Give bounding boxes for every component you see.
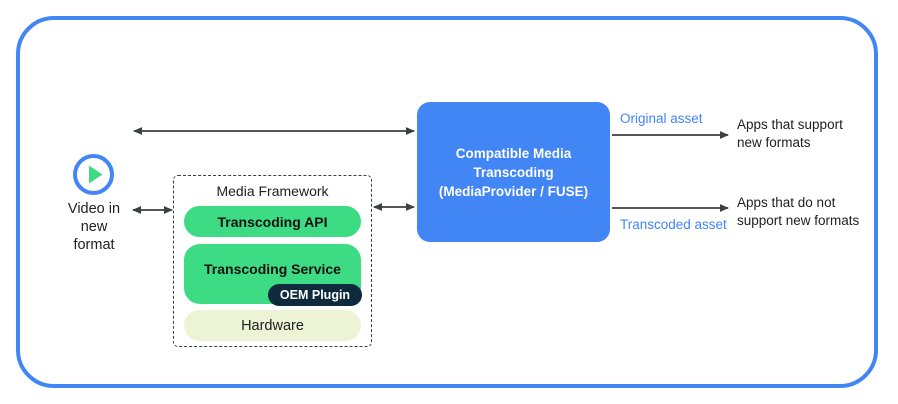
transcoding-api-label: Transcoding API	[217, 213, 328, 230]
oem-plugin-pill[interactable]: OEM Plugin	[268, 284, 362, 306]
transcoding-api-box[interactable]: Transcoding API	[184, 206, 361, 237]
hardware-box[interactable]: Hardware	[184, 310, 361, 341]
apps-that-support-line-1: Apps that support	[737, 117, 843, 132]
transcoded-asset-edge-label: Transcoded asset	[620, 217, 727, 232]
cmt-label-line-3: (MediaProvider / FUSE)	[438, 183, 589, 199]
media-framework-container	[173, 175, 372, 347]
cmt-label-line-1: Compatible Media	[455, 145, 572, 161]
video-source-label-line-1: Video in	[67, 201, 121, 217]
cmt-label-line-2: Transcoding	[473, 164, 554, 180]
apps-that-do-not-support-line-2: support new formats	[737, 213, 860, 228]
original-asset-edge-label: Original asset	[620, 111, 703, 126]
hardware-label: Hardware	[241, 317, 304, 334]
apps-that-support-line-2: new formats	[737, 135, 811, 150]
apps-that-do-not-support-label: Apps that do not support new formats	[737, 194, 859, 230]
apps-that-support-label: Apps that support new formats	[737, 116, 843, 152]
oem-plugin-label: OEM Plugin	[279, 288, 351, 302]
transcoding-service-label: Transcoding Service	[204, 261, 341, 277]
video-source-label-line-3: format	[73, 237, 115, 253]
compatible-media-transcoding-box[interactable]: Compatible Media Transcoding (MediaProvi…	[417, 102, 610, 242]
media-framework-title: Media Framework	[216, 183, 329, 199]
video-source-label-line-2: new	[80, 219, 108, 235]
play-circle-icon	[73, 154, 114, 195]
apps-that-do-not-support-line-1: Apps that do not	[737, 195, 836, 210]
video-source-label: Video in new format	[40, 200, 148, 254]
